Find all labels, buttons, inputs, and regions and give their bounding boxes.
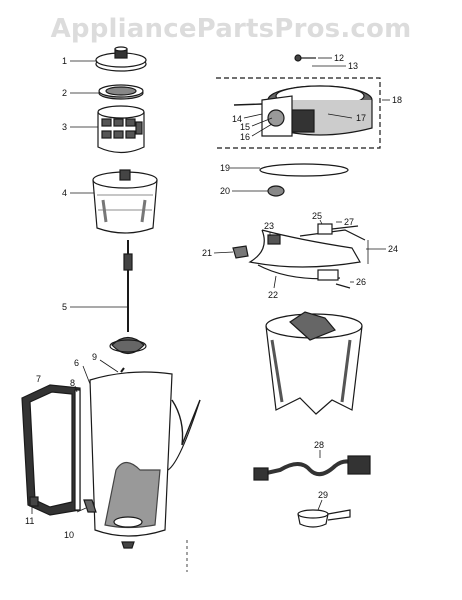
leader-lines (31, 57, 390, 572)
part-terminal-26 (317, 269, 351, 289)
part-basket (97, 105, 145, 154)
callout-26: 26 (356, 277, 366, 287)
part-wiring-harness (248, 229, 366, 280)
part-nut-11 (29, 496, 39, 507)
part-cover-knob (95, 46, 147, 72)
part-seal-10 (83, 499, 97, 513)
callout-17: 17 (356, 113, 366, 123)
part-gauge-glass (74, 389, 81, 511)
part-screw-12 (294, 54, 316, 62)
callout-19: 19 (220, 163, 230, 173)
callout-22: 22 (268, 290, 278, 300)
callout-25: 25 (312, 211, 322, 221)
part-gasket (259, 163, 349, 177)
callout-15: 15 (240, 122, 250, 132)
callout-2: 2 (62, 88, 67, 98)
part-base (265, 311, 363, 415)
callout-3: 3 (62, 122, 67, 132)
callout-labels: 1 2 3 4 5 6 7 8 9 10 11 12 13 14 15 16 1… (25, 53, 402, 540)
part-screw-9 (120, 367, 125, 373)
part-nut-21 (232, 245, 249, 259)
watermark: AppliancePartsPros.com (50, 14, 412, 44)
callout-4: 4 (62, 188, 67, 198)
part-thermostat-assembly (214, 77, 381, 149)
part-measuring-scoop (297, 509, 351, 528)
part-handle (21, 384, 81, 516)
callout-27: 27 (344, 217, 354, 227)
part-power-cord (253, 455, 371, 481)
part-filter-disc (98, 84, 144, 100)
callout-21: 21 (202, 248, 212, 258)
callout-5: 5 (62, 302, 67, 312)
callout-14: 14 (232, 114, 242, 124)
callout-8: 8 (70, 378, 75, 388)
callout-29: 29 (318, 490, 328, 500)
callout-28: 28 (314, 440, 324, 450)
part-pump-tube (109, 240, 147, 355)
callout-16: 16 (240, 132, 250, 142)
part-terminal-25 (317, 223, 359, 235)
part-nut-20 (267, 185, 285, 197)
callout-1: 1 (62, 56, 67, 66)
callout-18: 18 (392, 95, 402, 105)
callout-24: 24 (388, 244, 398, 254)
callout-13: 13 (348, 61, 358, 71)
callout-7: 7 (36, 374, 41, 384)
callout-12: 12 (334, 53, 344, 63)
part-pot-body (89, 371, 201, 549)
callout-6: 6 (74, 358, 79, 368)
callout-20: 20 (220, 186, 230, 196)
part-pump-cup (92, 169, 158, 234)
callout-11: 11 (25, 516, 34, 526)
callout-9: 9 (92, 352, 97, 362)
callout-10: 10 (64, 530, 74, 540)
callout-23: 23 (264, 221, 274, 231)
